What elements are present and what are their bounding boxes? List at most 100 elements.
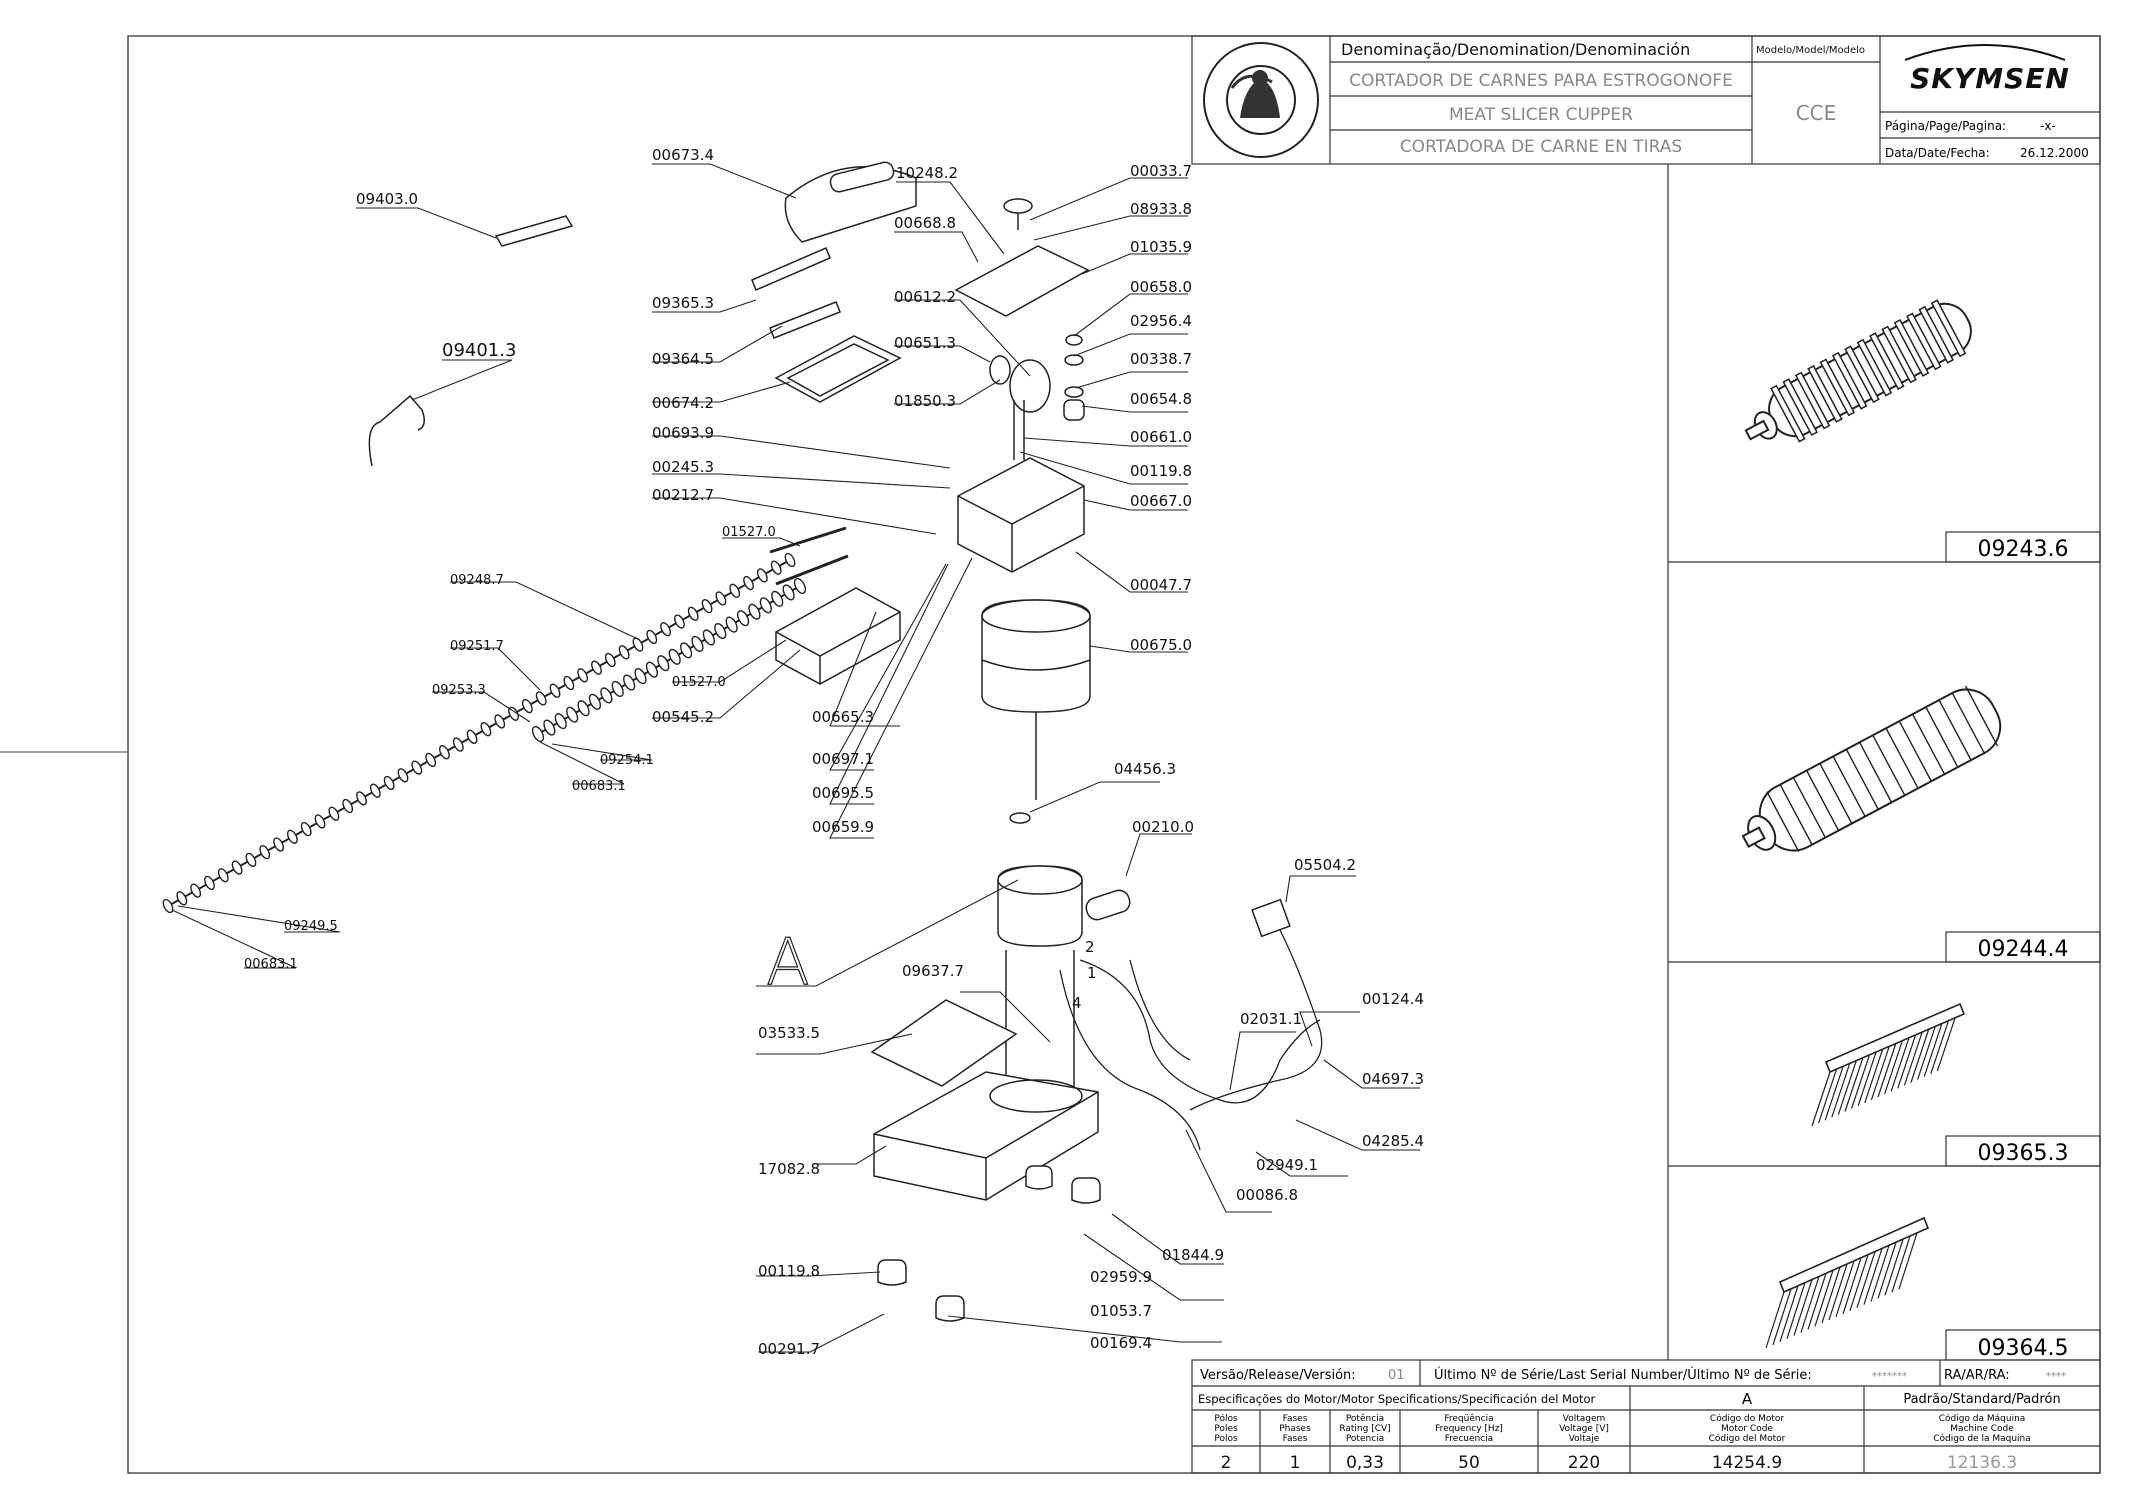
- part-label: 00119.8: [1130, 462, 1192, 480]
- blade-disc: [782, 584, 795, 601]
- blade-disc: [634, 668, 647, 685]
- part-label: 00338.7: [1130, 350, 1192, 368]
- part-label: 09364.5: [652, 350, 714, 368]
- spec-column-header: Potencia: [1346, 1434, 1384, 1444]
- denomination-header: Denominação/Denomination/Denominación: [1341, 40, 1690, 59]
- part-label: 09251.7: [450, 639, 504, 654]
- foot-part-2: [935, 1295, 965, 1322]
- part-label: 00086.8: [1236, 1186, 1298, 1204]
- blade-disc: [535, 691, 547, 706]
- blade-disc: [714, 622, 727, 640]
- spec-column-header: Machine Code: [1950, 1424, 2014, 1434]
- blade-disc: [687, 606, 699, 621]
- spec-columns: PólosPolesPolos2FasesPhasesFases1Potênci…: [1214, 1413, 2030, 1473]
- blade-disc: [425, 752, 437, 768]
- part-label: 09403.0: [356, 190, 418, 208]
- blade-disc: [176, 891, 188, 906]
- standard-label: Padrão/Standard/Padrón: [1903, 1392, 2060, 1407]
- part-label: 01035.9: [1130, 238, 1192, 256]
- part-label: 02031.1: [1240, 1010, 1302, 1028]
- model-value: CCE: [1796, 101, 1837, 125]
- pusher-part: [784, 166, 917, 243]
- blade-disc: [645, 661, 659, 678]
- part-label: 00661.0: [1130, 428, 1192, 446]
- comb-part-1: [751, 247, 831, 291]
- blade-disc: [231, 860, 243, 875]
- tray-part: [775, 587, 901, 685]
- blade-disc: [660, 622, 672, 637]
- authorized-service-seal: [1203, 42, 1319, 158]
- foot-part-1: [877, 1259, 907, 1286]
- motor-spec-label: Especificações do Motor/Motor Specificat…: [1198, 1392, 1596, 1406]
- comb-drawing-1: [1811, 1002, 1966, 1127]
- serial-label: Último Nº de Série/Last Serial Number/Úl…: [1434, 1367, 1812, 1383]
- part-label: 05504.2: [1294, 856, 1356, 874]
- blade-disc: [736, 610, 750, 627]
- blade-disc: [190, 883, 202, 898]
- spec-column-header: Poles: [1214, 1424, 1238, 1434]
- leader-lines: [171, 163, 1420, 1353]
- blade-disc: [632, 637, 644, 652]
- spec-column-header: Voltagem: [1563, 1414, 1606, 1424]
- spec-column-header: Código de la Maquina: [1933, 1433, 2031, 1444]
- cover-plate: [954, 245, 1090, 317]
- wiring: [1059, 929, 1323, 1151]
- title-block: [1191, 35, 2101, 165]
- blade-disc: [162, 898, 174, 914]
- accessory-label-2: 09244.4: [1978, 937, 2069, 962]
- part-label: 09365.3: [652, 294, 714, 312]
- spec-column-header: Freqüência: [1444, 1413, 1493, 1424]
- wire-number-4: 4: [1072, 994, 1082, 1012]
- part-label: 02949.1: [1256, 1156, 1318, 1174]
- date-label: Data/Date/Fecha:: [1885, 146, 1990, 160]
- spec-column-header: Frecuencia: [1445, 1434, 1493, 1444]
- blade-disc: [217, 868, 229, 883]
- blade-disc: [770, 560, 782, 575]
- blade-disc: [715, 591, 727, 606]
- part-label: 00245.3: [652, 458, 714, 476]
- blade-disc: [591, 660, 602, 675]
- part-label: 00212.7: [652, 486, 714, 504]
- blade-disc: [756, 568, 768, 583]
- blade-disc: [566, 706, 579, 723]
- knob-part: [1003, 198, 1033, 214]
- comb-part-2: [769, 301, 841, 339]
- part-label: 00654.8: [1130, 390, 1192, 408]
- drawing-frame: [127, 35, 2101, 1474]
- blade-disc: [383, 775, 395, 791]
- spec-column-header: Voltaje: [1569, 1434, 1600, 1444]
- part-label: 17082.8: [758, 1160, 820, 1178]
- part-label: 01850.3: [894, 392, 956, 410]
- foot-part-3: [1071, 1177, 1101, 1204]
- brush-part: [494, 215, 574, 247]
- part-label: 00047.7: [1130, 576, 1192, 594]
- blade-disc: [611, 680, 624, 698]
- part-label: 02959.9: [1090, 1268, 1152, 1286]
- blade-disc: [204, 875, 215, 891]
- brand-logo: SKYMSEN: [1910, 62, 2070, 95]
- blade-disc: [342, 798, 354, 814]
- spec-column-header: Frequency [Hz]: [1435, 1424, 1503, 1434]
- part-label: 00169.4: [1090, 1334, 1152, 1352]
- part-label: 00667.0: [1130, 492, 1192, 510]
- part-label: 00693.9: [652, 424, 714, 442]
- blade-disc: [725, 616, 738, 633]
- part-label: 00659.9: [812, 818, 874, 836]
- blade-disc: [784, 552, 796, 568]
- blade-disc: [588, 693, 602, 710]
- part-label: 10248.2: [896, 164, 958, 182]
- blade-disc: [679, 642, 693, 659]
- blade-disc: [577, 700, 590, 717]
- spec-column-header: Código da Máquina: [1939, 1413, 2026, 1424]
- frame-part: [774, 335, 902, 403]
- blade-disc: [563, 675, 575, 691]
- part-label: 00545.2: [652, 708, 714, 726]
- blade-shaft-short: [531, 577, 807, 743]
- spec-column-value: 50: [1458, 1453, 1480, 1473]
- brand-swoosh: [1904, 44, 2066, 61]
- blade-disc: [759, 597, 772, 614]
- blade-disc: [702, 629, 715, 646]
- blade-disc: [531, 725, 545, 743]
- blade-disc: [508, 706, 519, 721]
